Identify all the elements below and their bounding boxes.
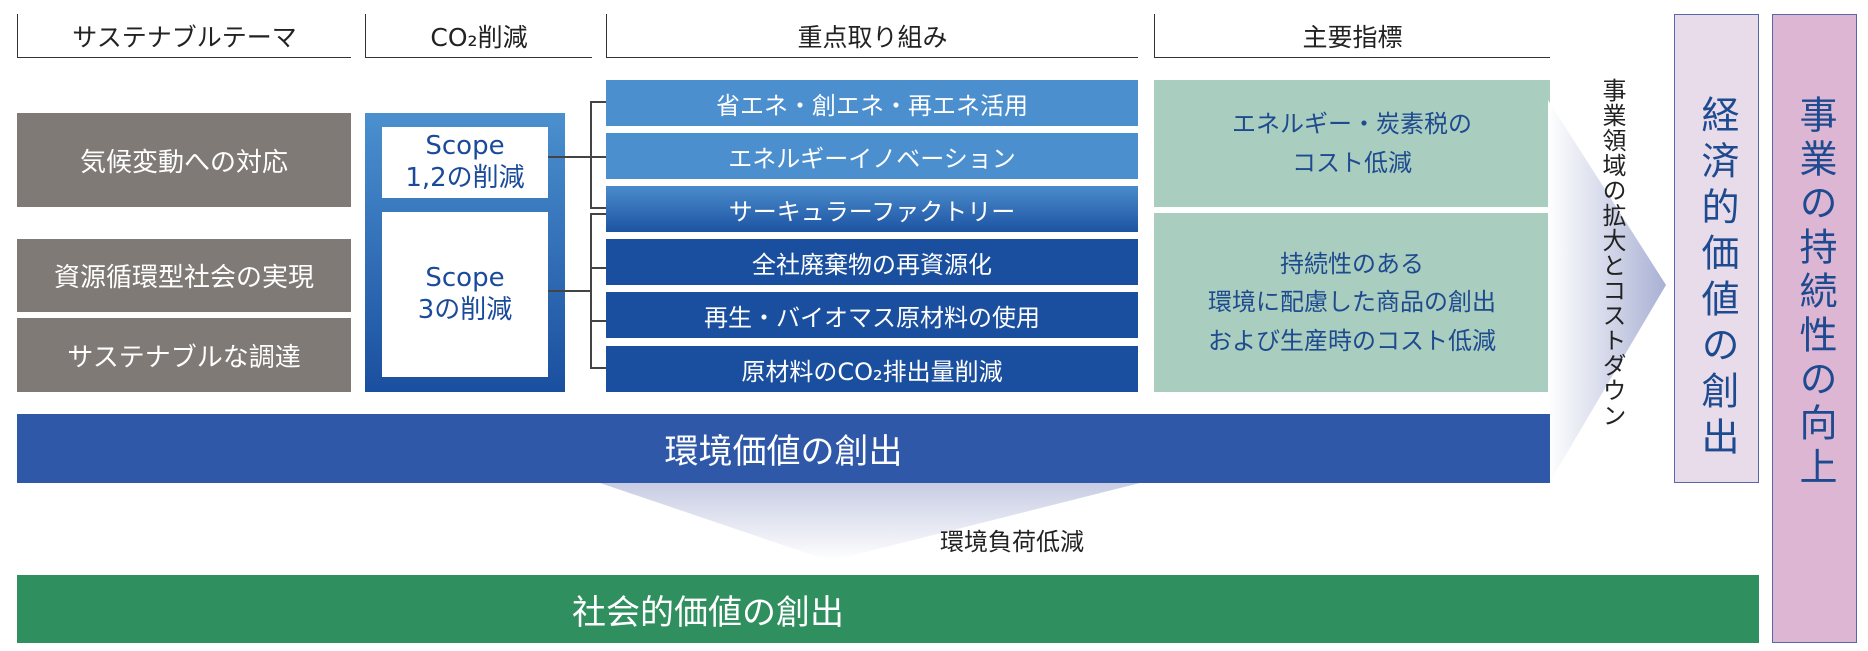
initiative-row: サーキュラーファクトリー (606, 186, 1138, 232)
initiative-label: 再生・バイオマス原材料の使用 (704, 303, 1040, 332)
theme-label: 資源循環型社会の実現 (53, 263, 314, 293)
theme-procurement: サステナブルな調達 (17, 318, 351, 392)
scope-1-2-box: Scope 1,2の削減 (382, 127, 548, 198)
load-reduction-label: 環境負荷低減 (940, 528, 1084, 556)
connector (590, 367, 606, 369)
chevron-arrow (1548, 100, 1666, 485)
initiative-row: 原材料のCO₂排出量削減 (606, 346, 1138, 392)
initiative-label: サーキュラーファクトリー (728, 197, 1016, 226)
connector (590, 267, 606, 269)
initiative-label: エネルギーイノベーション (728, 144, 1016, 173)
connector (548, 156, 590, 158)
down-arrow (600, 483, 1140, 561)
connector (590, 156, 606, 158)
theme-label: 気候変動への対応 (79, 147, 288, 178)
header-label: サステナブルテーマ (72, 22, 297, 52)
initiative-row: エネルギーイノベーション (606, 133, 1138, 179)
expansion-label: 事業領域の拡大とコストダウン (1598, 78, 1626, 428)
connector (548, 290, 590, 292)
header-co2: CO₂削減 (365, 14, 592, 58)
header-label: 重点取り組み (797, 22, 948, 52)
social-value-label: 社会的価値の創出 (572, 592, 844, 633)
scope-3-box: Scope 3の削減 (382, 212, 548, 377)
connector (590, 101, 606, 103)
initiative-label: 省エネ・創エネ・再エネ活用 (716, 91, 1028, 120)
economic-value-box: 経済的価値の創出 (1674, 14, 1759, 483)
initiative-label: 全社廃棄物の再資源化 (752, 250, 992, 279)
initiative-row: 再生・バイオマス原材料の使用 (606, 292, 1138, 338)
theme-label: サステナブルな調達 (67, 342, 301, 373)
initiative-row: 全社廃棄物の再資源化 (606, 239, 1138, 285)
header-label: CO₂削減 (430, 22, 528, 52)
connector (590, 213, 606, 215)
social-value-bar: 社会的価値の創出 (17, 575, 1759, 643)
scope-panel: Scope 1,2の削減 Scope 3の削減 (365, 113, 565, 392)
header-focus: 重点取り組み (606, 14, 1138, 58)
sustainability-box: 事業の持続性の向上 (1772, 14, 1857, 643)
initiative-row: 省エネ・創エネ・再エネ活用 (606, 80, 1138, 126)
connector (590, 101, 592, 207)
initiative-label: 原材料のCO₂排出量削減 (741, 357, 1003, 386)
env-value-bar: 環境価値の創出 (17, 414, 1550, 483)
connector (590, 320, 606, 322)
kpi-products: 持続性のある 環境に配慮した商品の創出 および生産時のコスト低減 (1154, 213, 1550, 392)
header-label: 主要指標 (1302, 22, 1403, 52)
theme-circular: 資源循環型社会の実現 (17, 239, 351, 312)
theme-climate: 気候変動への対応 (17, 113, 351, 207)
header-theme: サステナブルテーマ (17, 14, 351, 58)
header-kpi: 主要指標 (1154, 14, 1550, 58)
kpi-cost: エネルギー・炭素税の コスト低減 (1154, 80, 1550, 207)
connector (590, 207, 606, 209)
connector (590, 213, 592, 367)
env-value-label: 環境価値の創出 (664, 432, 903, 472)
